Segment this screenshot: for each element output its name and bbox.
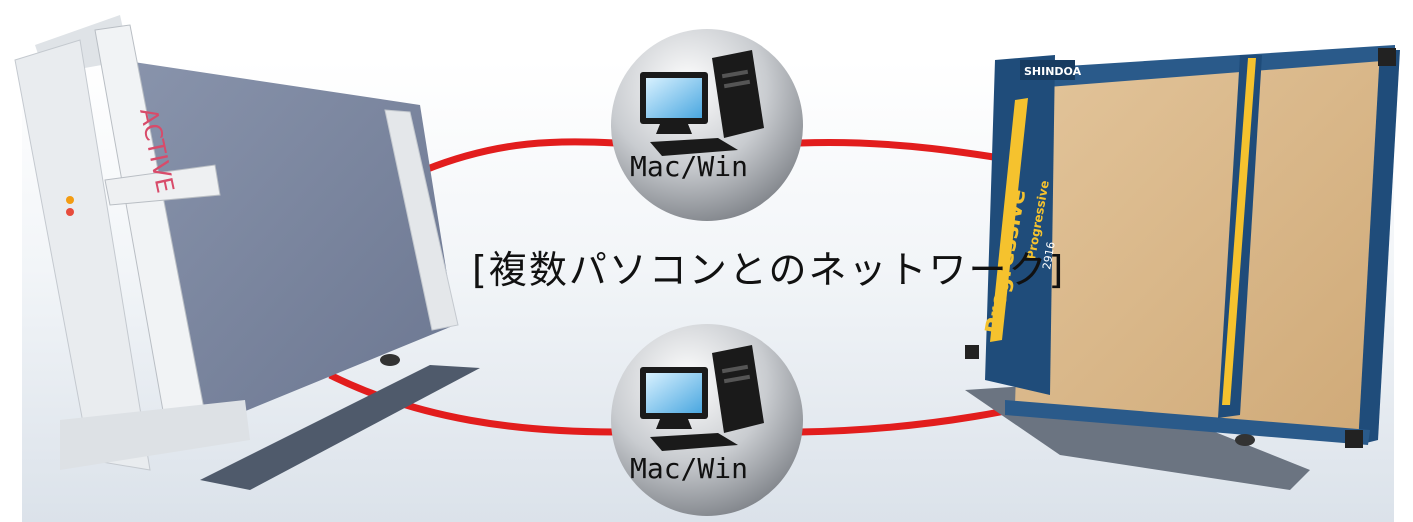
active-foot-pedal bbox=[380, 354, 400, 366]
network-line-top-left bbox=[423, 138, 616, 174]
progressive-frame-bottom bbox=[1005, 400, 1370, 445]
desktop-computer-icon bbox=[640, 50, 764, 156]
progressive-yellow-stripe-right bbox=[1222, 58, 1256, 405]
network-caption: [複数パソコンとのネットワーク] bbox=[472, 248, 1066, 292]
active-floor-mat bbox=[200, 365, 480, 490]
active-base bbox=[60, 400, 250, 470]
active-side-frame bbox=[14, 39, 151, 471]
progressive-foot-pedal bbox=[1235, 434, 1255, 446]
progressive-board bbox=[1015, 50, 1390, 440]
progressive-model-number: 2916 bbox=[1040, 241, 1058, 271]
active-carriage bbox=[104, 164, 221, 206]
progressive-yellow-stripe-left bbox=[990, 98, 1028, 342]
active-indicator-light bbox=[66, 196, 74, 204]
active-board bbox=[120, 60, 455, 440]
cutting-plotter-active-illustration: ACTIVE bbox=[14, 15, 480, 490]
progressive-logo-plate bbox=[1020, 60, 1075, 80]
progressive-brand-text: SHINDOA bbox=[1024, 65, 1082, 78]
network-line-bottom-left bbox=[328, 371, 616, 436]
computer-node-top bbox=[611, 29, 803, 221]
cutting-plotter-progressive-illustration: SHINDOA Progressive Progressive 2916 bbox=[965, 45, 1400, 490]
computer-node-bottom bbox=[611, 324, 803, 516]
desktop-computer-icon bbox=[640, 345, 764, 451]
progressive-frame-top bbox=[1005, 45, 1395, 90]
progressive-frame-right bbox=[1358, 50, 1400, 445]
network-lines bbox=[328, 138, 1117, 436]
network-line-top-right bbox=[799, 138, 1001, 162]
active-right-post bbox=[384, 109, 459, 331]
computer-node-bottom-label: Mac/Win bbox=[629, 452, 748, 485]
computer-node-top-label: Mac/Win bbox=[629, 150, 748, 183]
progressive-corner-cap bbox=[1378, 48, 1396, 66]
